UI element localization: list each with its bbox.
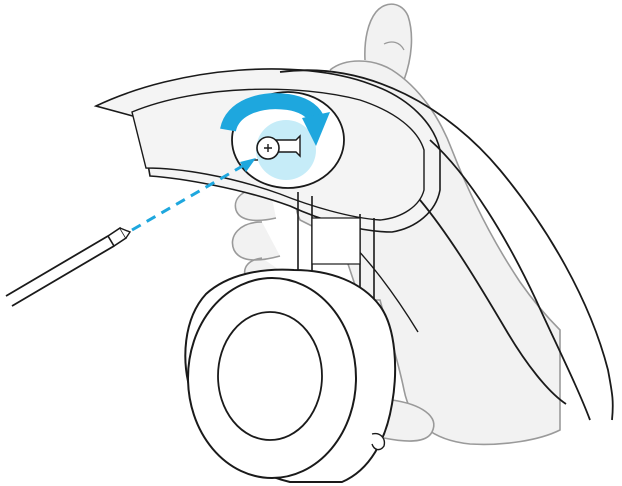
screwdriver-icon: [6, 228, 130, 306]
ear-cup-inner: [218, 312, 322, 440]
ear-cup: [185, 270, 395, 482]
